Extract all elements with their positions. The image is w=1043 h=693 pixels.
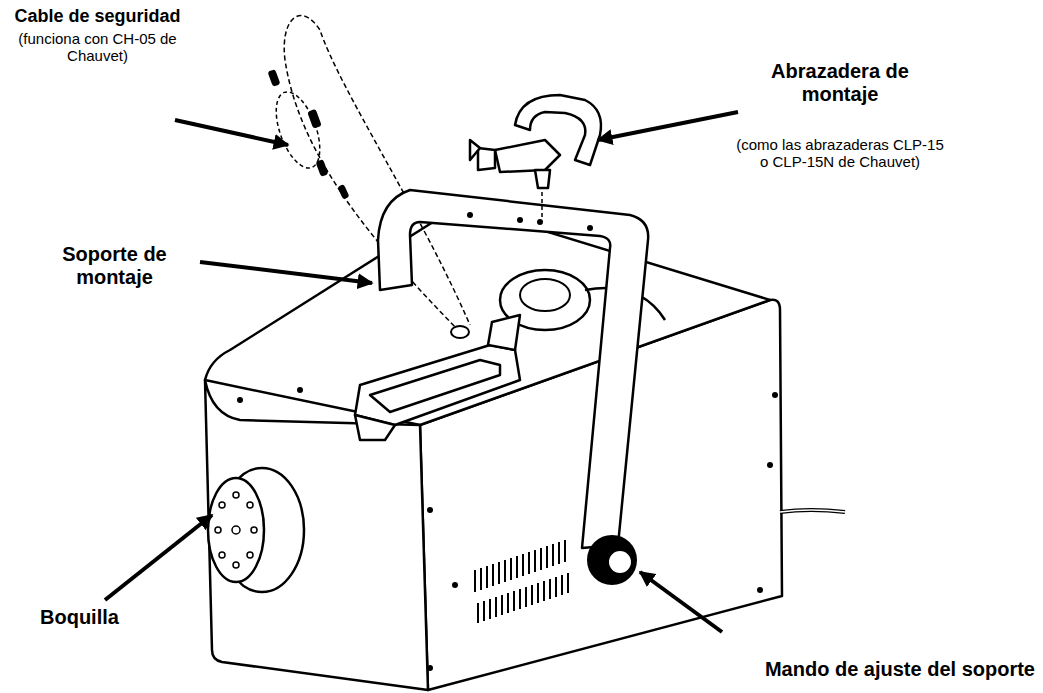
part-name: Boquilla: [40, 606, 190, 629]
part-note: (como las abrazaderas CLP-15 o CLP-15N d…: [735, 136, 945, 171]
part-name: Cable de seguridad: [10, 6, 185, 27]
part-name: Mando de ajuste del soporte: [650, 658, 1035, 681]
part-name: Soporte de montaje: [32, 243, 197, 289]
part-name: Abrazadera de montaje: [740, 60, 940, 106]
part-note: (funciona con CH-05 de Chauvet): [0, 30, 195, 65]
